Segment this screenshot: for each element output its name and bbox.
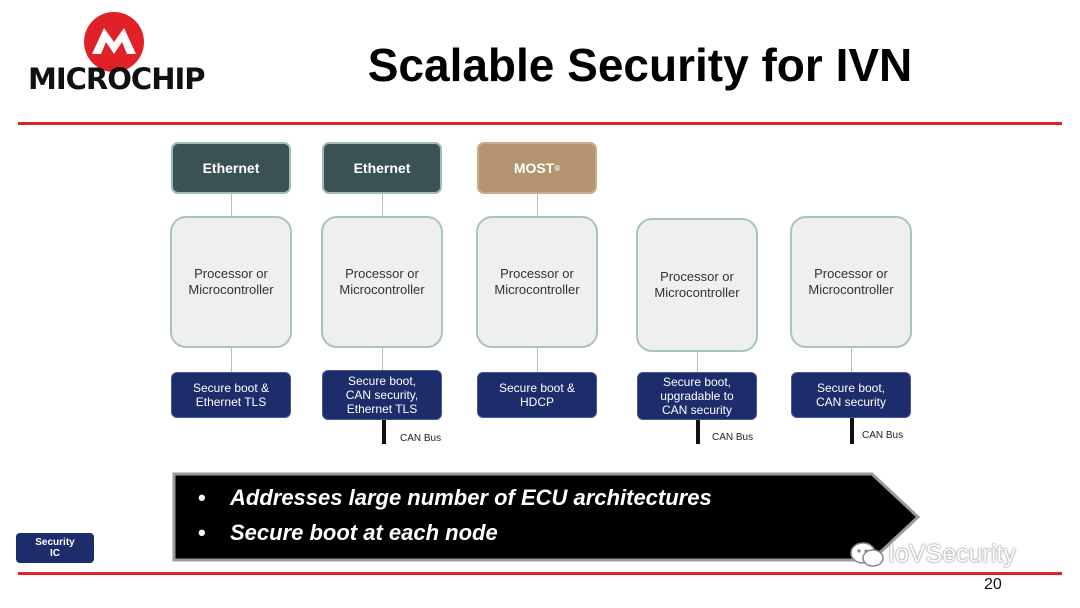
connector-line [382, 194, 383, 216]
processor-box: Processor or Microcontroller [170, 216, 292, 348]
can-bus-label: CAN Bus [712, 432, 754, 443]
microchip-logo-icon [84, 12, 144, 72]
processor-box: Processor or Microcontroller [476, 216, 598, 348]
connector-line [537, 348, 538, 372]
wechat-icon [850, 541, 884, 567]
page-number: 20 [984, 576, 1002, 593]
network-box-ethernet: Ethernet [322, 142, 442, 194]
legend-security-ic: Security IC [16, 533, 94, 563]
can-bus-line [382, 420, 386, 444]
connector-line [231, 194, 232, 216]
security-ic-box: Secure boot, CAN security [791, 372, 911, 418]
processor-box: Processor or Microcontroller [321, 216, 443, 348]
connector-line [697, 350, 698, 372]
processor-box: Processor or Microcontroller [790, 216, 912, 348]
logo-wordmark: MICROCHIP [28, 62, 206, 96]
footer-divider [18, 572, 1062, 575]
connector-line [537, 194, 538, 216]
can-bus-label: CAN Bus [400, 433, 442, 444]
connector-line [851, 348, 852, 372]
page-title: Scalable Security for IVN [367, 39, 913, 91]
summary-arrow-banner [172, 472, 920, 562]
can-bus-line [696, 420, 700, 444]
connector-line [382, 348, 383, 370]
watermark: IoVSecurity [850, 540, 1016, 569]
network-box-ethernet: Ethernet [171, 142, 291, 194]
processor-box: Processor or Microcontroller [636, 218, 758, 352]
banner-bullet: •Secure boot at each node [198, 520, 498, 545]
security-ic-box: Secure boot, upgradable to CAN security [637, 372, 757, 420]
can-bus-label: CAN Bus [862, 430, 904, 441]
security-ic-box: Secure boot, CAN security, Ethernet TLS [322, 370, 442, 420]
connector-line [231, 348, 232, 372]
header-divider [18, 122, 1062, 125]
network-box-most: MOST® [477, 142, 597, 194]
can-bus-line [850, 418, 854, 444]
banner-bullet: •Addresses large number of ECU architect… [198, 485, 712, 510]
security-ic-box: Secure boot & HDCP [477, 372, 597, 418]
security-ic-box: Secure boot & Ethernet TLS [171, 372, 291, 418]
